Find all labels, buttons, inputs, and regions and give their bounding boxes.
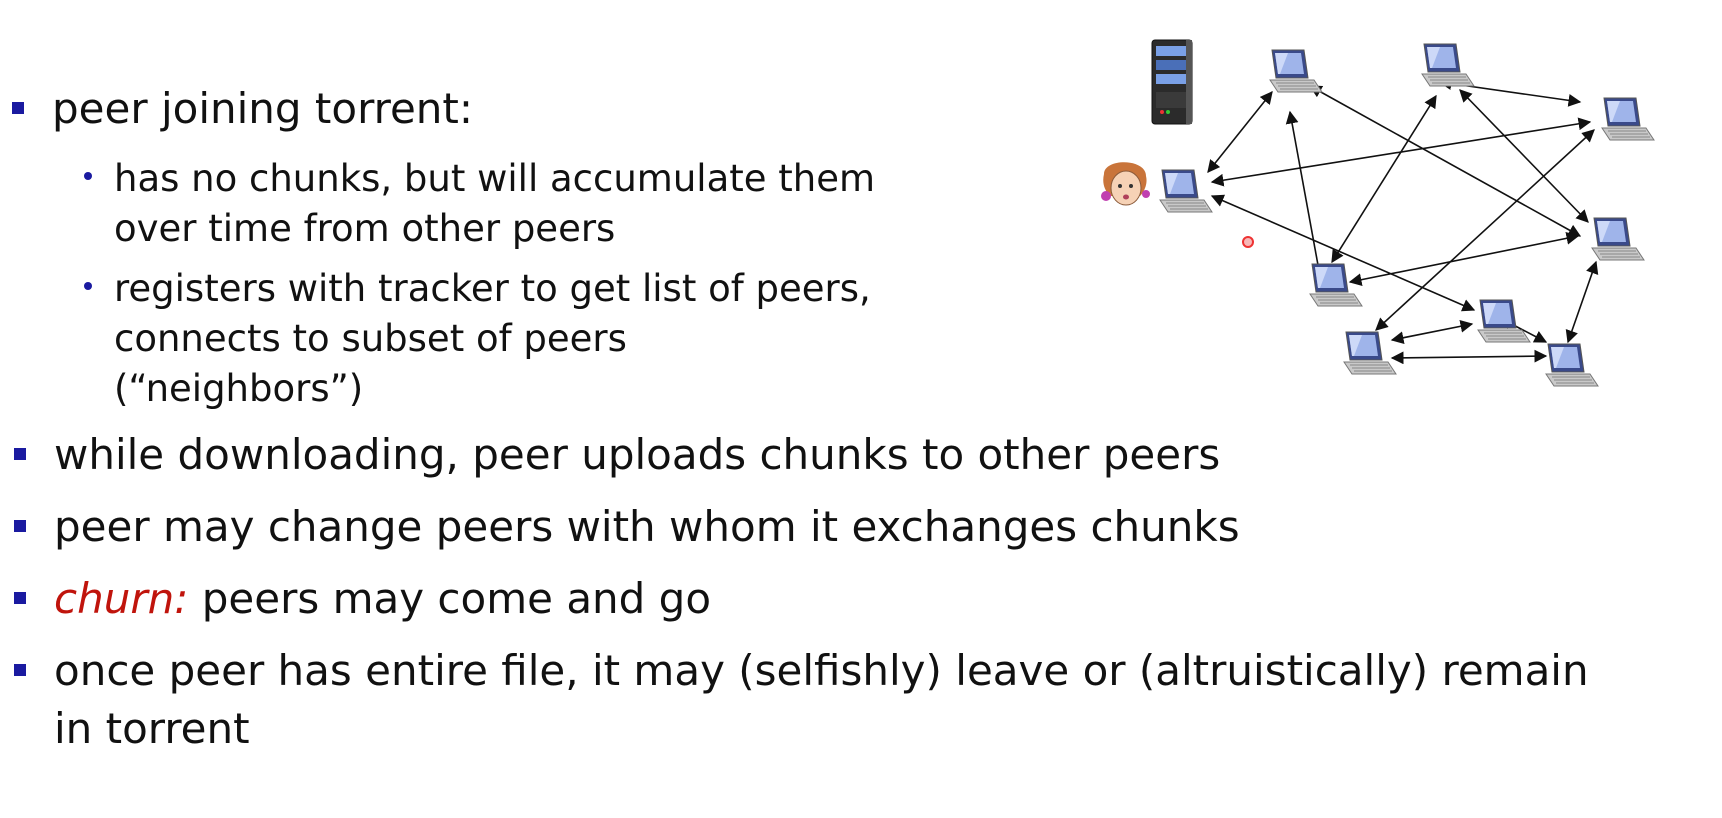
laser-pointer [1242, 236, 1254, 248]
peer-laptop-icon [1309, 263, 1363, 307]
peer-laptop-icon [1159, 169, 1213, 213]
peer-laptop-icon [1343, 331, 1397, 375]
bullet-uploads: while downloading, peer uploads chunks t… [54, 430, 1221, 479]
sub-bullet-no-chunks-line2: over time from other peers [114, 207, 616, 250]
bullet-marker [14, 448, 26, 460]
torrent-diagram [1101, 39, 1655, 387]
churn-term: churn: [54, 574, 189, 623]
sub-bullet-registers-line1: registers with tracker to get list of pe… [114, 267, 871, 310]
peer-laptop-icon [1477, 299, 1531, 343]
churn-text: peers may come and go [188, 574, 712, 623]
tracker-server-icon [1151, 39, 1193, 125]
bullet-marker [14, 520, 26, 532]
bullet-peer-joining: peer joining torrent: [52, 84, 474, 133]
bullet-entire-file-line2: in torrent [54, 704, 250, 753]
bullet-change-peers: peer may change peers with whom it excha… [54, 502, 1240, 551]
peer-laptop-icon [1591, 217, 1645, 261]
sub-bullet-registers-line2: connects to subset of peers [114, 317, 627, 360]
sub-bullet-no-chunks-line1: has no chunks, but will accumulate them [114, 157, 876, 200]
peer-laptop-icon [1601, 97, 1655, 141]
peer-laptop-icon [1545, 343, 1599, 387]
new-peer-person-icon [1101, 162, 1150, 206]
peer-laptop-icon [1269, 49, 1323, 93]
sub-bullet-registers-line3: (“neighbors”) [114, 367, 364, 410]
bullet-marker [14, 664, 26, 676]
bullet-marker [14, 592, 26, 604]
bullet-entire-file-line1: once peer has entire file, it may (selfi… [54, 646, 1589, 695]
sub-bullet-marker [84, 172, 92, 180]
sub-bullet-marker [84, 282, 92, 290]
bullet-churn: churn: peers may come and go [54, 574, 711, 624]
bullet-marker [12, 102, 24, 114]
connection-arrows [1207, 77, 1599, 365]
peer-laptop-icon [1421, 43, 1475, 87]
